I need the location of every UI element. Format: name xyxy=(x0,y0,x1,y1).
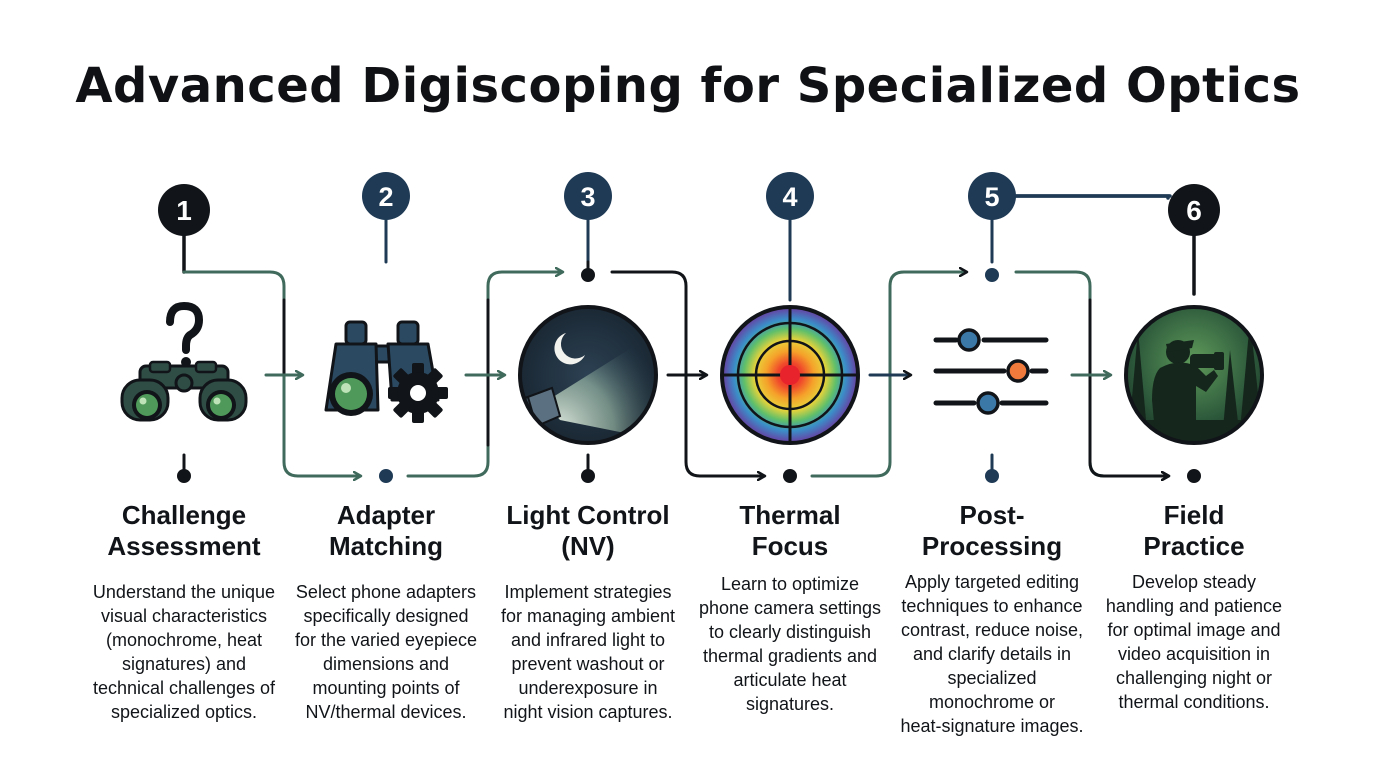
step-5-number: 5 xyxy=(984,182,999,212)
flow-connectors xyxy=(182,272,1168,476)
step-1-number: 1 xyxy=(176,195,192,226)
step-6-badge xyxy=(1168,184,1220,236)
thermal-target-icon xyxy=(720,305,860,445)
step-6-title: Field Practice xyxy=(1143,500,1245,561)
step-1-title: Challenge Assessment xyxy=(107,500,261,561)
step-3-number: 3 xyxy=(580,182,595,212)
step-badges: 1 2 3 4 5 6 xyxy=(158,172,1220,236)
step-4-number: 4 xyxy=(782,182,797,212)
step-4-title: Thermal Focus xyxy=(739,500,841,561)
night-vision-goggles-question-icon xyxy=(120,301,248,422)
step-2-title: Adapter Matching xyxy=(328,500,444,561)
step-1-badge xyxy=(158,184,210,236)
step-4-badge xyxy=(766,172,814,220)
step-2-number: 2 xyxy=(378,182,393,212)
step-3-badge xyxy=(564,172,612,220)
observer-silhouette-icon xyxy=(1124,305,1264,445)
bottom-stems xyxy=(182,453,994,478)
step-6-description: Develop steady handling and patience for… xyxy=(1105,572,1283,712)
step-5-title: Post- Processing xyxy=(921,500,1063,561)
step-5-badge xyxy=(968,172,1016,220)
adjustment-sliders-icon xyxy=(933,328,1049,415)
step-1-description: Understand the unique visual characteris… xyxy=(92,582,276,722)
step-3-title: Light Control (NV) xyxy=(506,500,670,561)
junction-dots xyxy=(177,268,1201,483)
page-title: Advanced Digiscoping for Specialized Opt… xyxy=(75,58,1301,114)
badge-stems xyxy=(182,194,1196,302)
step-2-badge xyxy=(362,172,410,220)
step-6-number: 6 xyxy=(1186,195,1202,226)
binoculars-gear-icon xyxy=(324,320,448,423)
step-2-description: Select phone adapters specifically desig… xyxy=(294,582,478,722)
step-5-description: Apply targeted editing techniques to enh… xyxy=(900,572,1084,736)
step-4-description: Learn to optimize phone camera settings … xyxy=(698,574,882,714)
moon-flashlight-icon xyxy=(518,305,658,445)
step-3-description: Implement strategies for managing ambien… xyxy=(500,582,676,722)
